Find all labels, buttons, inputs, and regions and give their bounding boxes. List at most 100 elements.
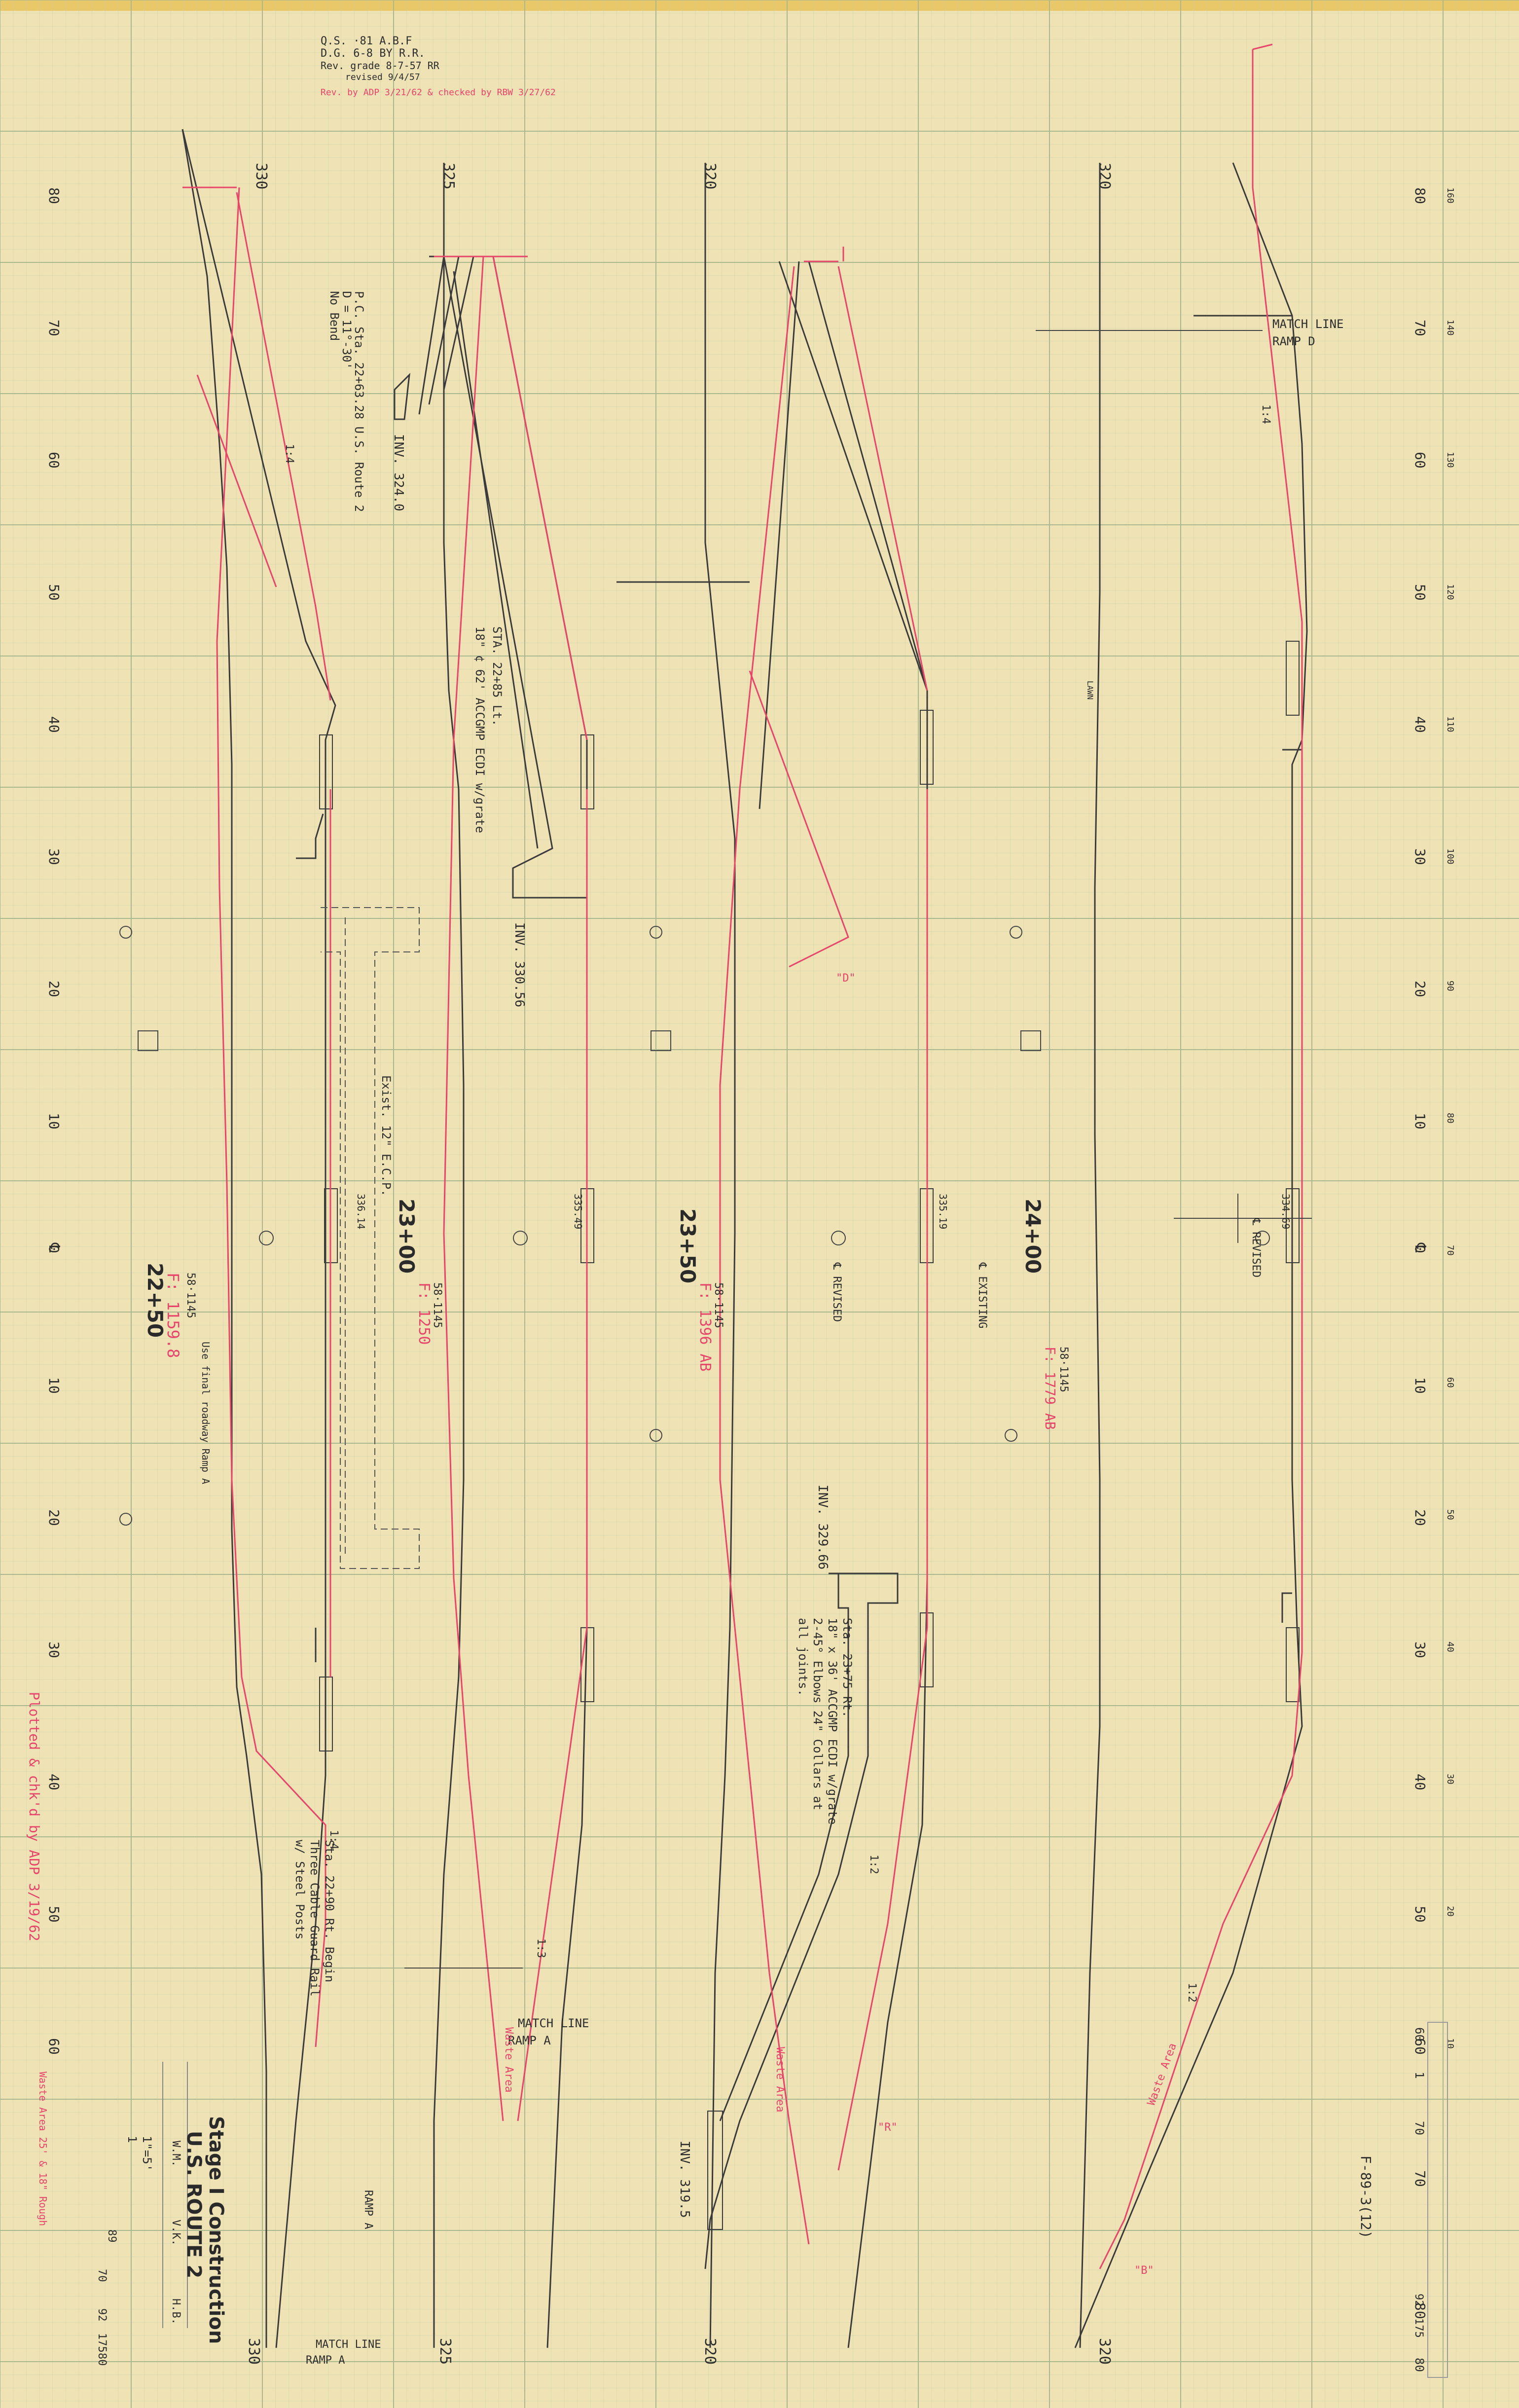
station-22-50: 22+50 [143, 1263, 167, 1338]
title-drawn: W.M. [170, 2141, 182, 2167]
axis-offset-left: 50 [46, 584, 62, 601]
station-labels: 22+50 F: 1159.8 58·1145 Use final roadwa… [143, 1199, 1070, 1484]
axis-offset-left: 0 [46, 1245, 62, 1253]
elev-top-1: 330 [253, 163, 270, 189]
axis-offset-left: 50 [46, 1906, 62, 1923]
axis-offset-right: 20 [1412, 981, 1428, 997]
title-right-1: 60 [1412, 2027, 1426, 2042]
cl-left: ℄ [45, 1242, 63, 1253]
station-23-00: 23+00 [395, 1199, 419, 1274]
axis-edge-number: 40 [1445, 1642, 1455, 1652]
cl-existing: ℄ EXISTING [976, 1262, 988, 1328]
axis-edge-number: 100 [1445, 848, 1455, 865]
station-23-50: 23+50 [676, 1208, 700, 1283]
axis-edge-number: 110 [1445, 716, 1455, 732]
axis-offset-right: 50 [1412, 584, 1428, 601]
title-total: 89 [106, 2229, 118, 2243]
match-line-ramp-d-2: RAMP D [1272, 334, 1315, 348]
axis-offset-right: 80 [1412, 2302, 1428, 2319]
station-23-00-fill: F: 1250 [415, 1282, 433, 1345]
elev-bot-2: 325 [436, 2338, 454, 2365]
sta-2290-2: Three Cable Guard Rail [308, 1840, 322, 1997]
cl-revised-1: ℄ REVISED [831, 1262, 843, 1322]
axis-offset-left: 20 [46, 1509, 62, 1526]
title-line-2: U.S. ROUTE 2 [182, 2131, 205, 2278]
axis-offset-left: 40 [46, 716, 62, 733]
axis-edge-number: 60 [1445, 1377, 1455, 1388]
axis-offset-left: 10 [46, 1377, 62, 1394]
station-23-00-fill-alt: 58·1145 [431, 1282, 443, 1328]
cl-right: ℄ [1411, 1242, 1429, 1253]
culvert-note-2: D = 11°-30' [340, 291, 354, 369]
station-24-00-fill-alt: 58·1145 [1057, 1347, 1070, 1392]
existing-structure-dashed [321, 907, 420, 1569]
axis-offset-right: 70 [1412, 320, 1428, 336]
axis-edge-number: 90 [1445, 981, 1455, 991]
header-notes: Q.S. ·81 A.B.F D.G. 6-8 BY R.R. Rev. gra… [321, 35, 556, 98]
cl-revised-2: ℄ REVISED [1250, 1218, 1262, 1277]
elev-3355: 335.49 [572, 1194, 584, 1229]
inv-33056: INV. 330.56 [512, 922, 527, 1007]
section-22-50 [181, 129, 338, 2348]
elev-top-4: 320 [1096, 163, 1113, 189]
sta-2290-3: w/ Steel Posts [293, 1840, 307, 1939]
match-line-ramp-a-mid-2: RAMP A [508, 2034, 551, 2047]
axis-edge-number: 160 [1445, 187, 1455, 204]
match-line-ramp-a-bot-2: RAMP A [306, 2354, 345, 2367]
elev-3351: 335.19 [937, 1194, 949, 1229]
axis-offset-right: 20 [1412, 1509, 1428, 1526]
axis-edge-number: 10 [1445, 2038, 1455, 2049]
match-line-ramp-a-mid-1: MATCH LINE [518, 2016, 589, 2030]
sta-2375-3: 2-45° Elbows 24" Collars at [811, 1618, 825, 1810]
title-sheet-no: 1 [125, 2136, 139, 2143]
axis-offset-right: 40 [1412, 1774, 1428, 1790]
elev-bot-1: 330 [245, 2338, 262, 2365]
axis-offset-right: 60 [1412, 452, 1428, 469]
section-22-50-red [182, 186, 331, 2047]
axis-edge-number: 20 [1445, 1906, 1455, 1917]
title-bottom-4: 80 [96, 2353, 108, 2366]
culvert-note-1: P.C. Sta. 22+63.28 U.S. Route 2 [352, 291, 366, 512]
section-24-00-red [1099, 43, 1303, 2269]
slope-1-4-a: 1:4 [283, 444, 295, 464]
r-mark: "R" [878, 2121, 898, 2134]
station-22-50-fill-alt: 58·1145 [184, 1273, 197, 1318]
section-24-00 [1074, 162, 1308, 2348]
slope-1-3: 1:3 [535, 1938, 547, 1958]
axis-offset-right: 30 [1412, 848, 1428, 865]
station-24-00: 24+00 [1021, 1199, 1045, 1274]
culvert-note-3: No Bend [327, 291, 341, 341]
waste-area-2: Waste Area [774, 2047, 786, 2112]
header-note-2: D.G. 6-8 BY R.R. [321, 47, 425, 60]
title-bottom-1: 70 [96, 2269, 108, 2282]
axis-offset-right: 50 [1412, 1906, 1428, 1923]
axis-offset-left: 70 [46, 320, 62, 336]
title-right-6: 175 [1412, 2318, 1425, 2338]
lawn-label: LAWN [1085, 681, 1095, 700]
title-bottom-2: 92 [96, 2308, 108, 2322]
axis-offset-right: 40 [1412, 716, 1428, 733]
axis-offset-right: 10 [1412, 1377, 1428, 1394]
inv-3195: INV. 319.5 [677, 2141, 692, 2218]
section-23-00-red [434, 255, 588, 2121]
sta-2375-2: 18" x 36' ACCGMP ECDI w/grate [826, 1618, 839, 1824]
axis-offset-left: 40 [46, 1774, 62, 1790]
inv-324: INV. 324.0 [391, 434, 406, 511]
title-right-7: 80 [1412, 2358, 1426, 2372]
title-scale: 1"=5' [140, 2136, 154, 2171]
title-line-1: Stage I Construction [205, 2116, 227, 2344]
header-note-1: Q.S. ·81 A.B.F [321, 35, 412, 47]
station-22-50-fill: F: 1159.8 [164, 1273, 182, 1358]
axis-edge-number: 30 [1445, 1774, 1455, 1785]
title-right-3: 70 [1412, 2121, 1426, 2135]
title-approved: H.B. [170, 2299, 182, 2325]
title-bottom-3: 175 [96, 2333, 108, 2353]
sta-2375-4: all joints. [796, 1618, 810, 1696]
axis-offset-left: 10 [46, 1113, 62, 1130]
axis-offset-right: 60 [1412, 2038, 1428, 2055]
title-right-2: 1 [1412, 2072, 1426, 2079]
axis-edge-number: 70 [1445, 1245, 1455, 1256]
red-side-note: Plotted & chk'd by ADP 3/19/62 [26, 1692, 42, 1941]
